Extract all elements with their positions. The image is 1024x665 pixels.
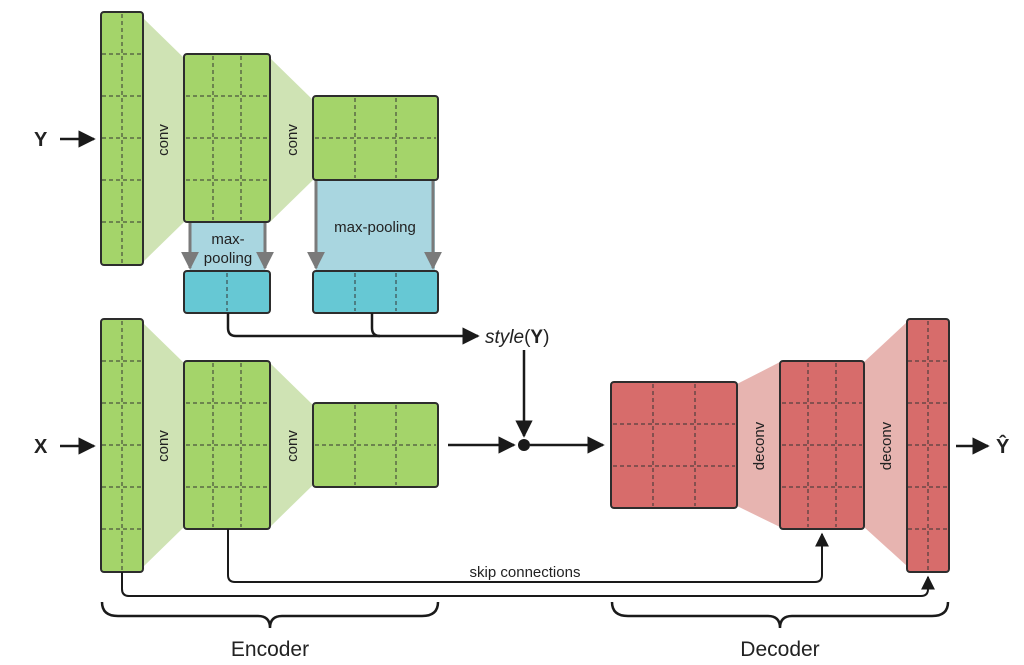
decoder-label: Decoder: [740, 638, 819, 661]
feature-block: [312, 95, 439, 181]
conv-trapezoid: [270, 363, 313, 527]
max-pooling-region: [190, 222, 265, 272]
skip-connections-label: skip connections: [470, 564, 581, 581]
output-y-hat-label: Ŷ: [996, 434, 1010, 458]
style-connector: [370, 313, 381, 338]
max-pooling-label: max-pooling: [334, 219, 416, 236]
conv-label: conv: [155, 124, 172, 156]
conv-trapezoid: [270, 58, 313, 222]
pooled-block: [312, 270, 439, 314]
encoder-label: Encoder: [231, 638, 309, 661]
feature-block: [779, 360, 865, 530]
conv-trapezoid: [143, 18, 184, 262]
deconv-label: deconv: [751, 421, 768, 470]
input-x-label: X: [34, 436, 48, 458]
decoder: deconv deconv: [610, 318, 950, 573]
max-pooling-label: pooling: [204, 250, 252, 267]
content-encoder: conv conv: [100, 318, 439, 573]
deconv-trapezoid: [864, 322, 907, 566]
conv-trapezoid: [143, 323, 184, 567]
max-pooling-label: max-: [211, 231, 244, 248]
feature-block: [312, 402, 439, 488]
encoder-brace: [100, 601, 440, 629]
conv-label: conv: [284, 124, 301, 156]
feature-block: [183, 53, 271, 223]
feature-block: [183, 360, 271, 530]
pooled-block: [183, 270, 271, 314]
max-pooling-region: [316, 180, 435, 272]
deconv-label: deconv: [878, 421, 895, 470]
conv-label: conv: [284, 430, 301, 462]
skip-connection: [121, 572, 935, 597]
style-encoder-branch: conv conv max- pooling max-pooling: [100, 11, 442, 314]
decoder-brace: [610, 601, 950, 629]
feature-block: [100, 318, 144, 573]
skip-connection: [227, 529, 829, 583]
style-connector: [226, 313, 480, 345]
feature-block: [906, 318, 950, 573]
deconv-trapezoid: [737, 362, 780, 527]
input-y-label: Y: [34, 129, 48, 151]
style-label: style(Y): [485, 327, 549, 348]
feature-block: [610, 381, 738, 509]
feature-block: [100, 11, 144, 266]
merge-node: [518, 439, 530, 451]
conv-label: conv: [155, 430, 172, 462]
